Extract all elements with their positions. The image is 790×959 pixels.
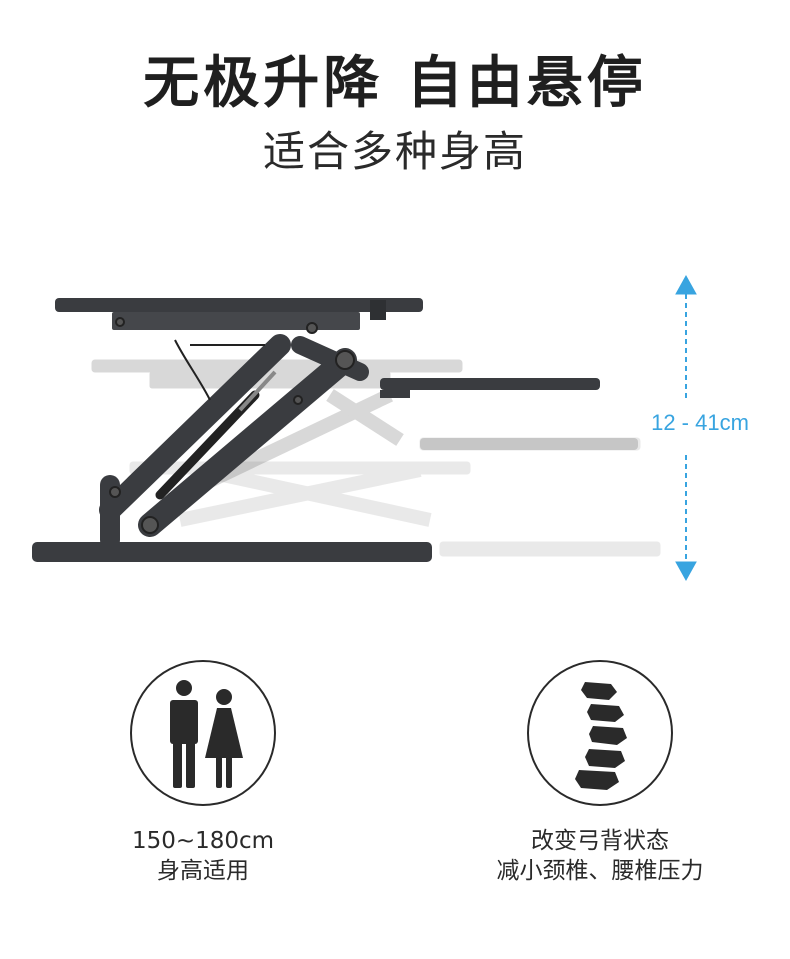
ghost-keyboard-tray — [420, 438, 638, 450]
desk-top-surface — [55, 298, 423, 312]
pivot-bolts — [109, 317, 355, 534]
page-title: 无极升降 自由悬停 — [143, 51, 647, 116]
feature-user-height-line2: 身高适用 — [157, 858, 249, 884]
height-range-arrow — [675, 274, 697, 582]
gas-spring — [155, 390, 260, 500]
feature-user-height-line1: 150~180cm — [131, 828, 275, 854]
people-icon — [170, 680, 243, 788]
feature-posture-line1: 改变弓背状态 — [531, 828, 669, 854]
feature-posture-line2: 减小颈椎、腰椎压力 — [496, 858, 704, 884]
spine-icon-circle — [527, 660, 673, 806]
desk-riser-illustration — [32, 274, 697, 582]
keyboard-tray — [380, 378, 600, 390]
height-range-label: 12 - 41cm — [651, 410, 749, 435]
spine-icon — [575, 682, 627, 790]
ghost-position-low — [129, 437, 661, 557]
desk-base — [32, 542, 432, 562]
feature-posture: 改变弓背状态 减小颈椎、腰椎压力 — [450, 660, 750, 886]
feature-user-height: 150~180cm 身高适用 — [53, 660, 353, 886]
people-icon-circle — [130, 660, 276, 806]
page-subtitle: 适合多种身高 — [262, 127, 527, 176]
